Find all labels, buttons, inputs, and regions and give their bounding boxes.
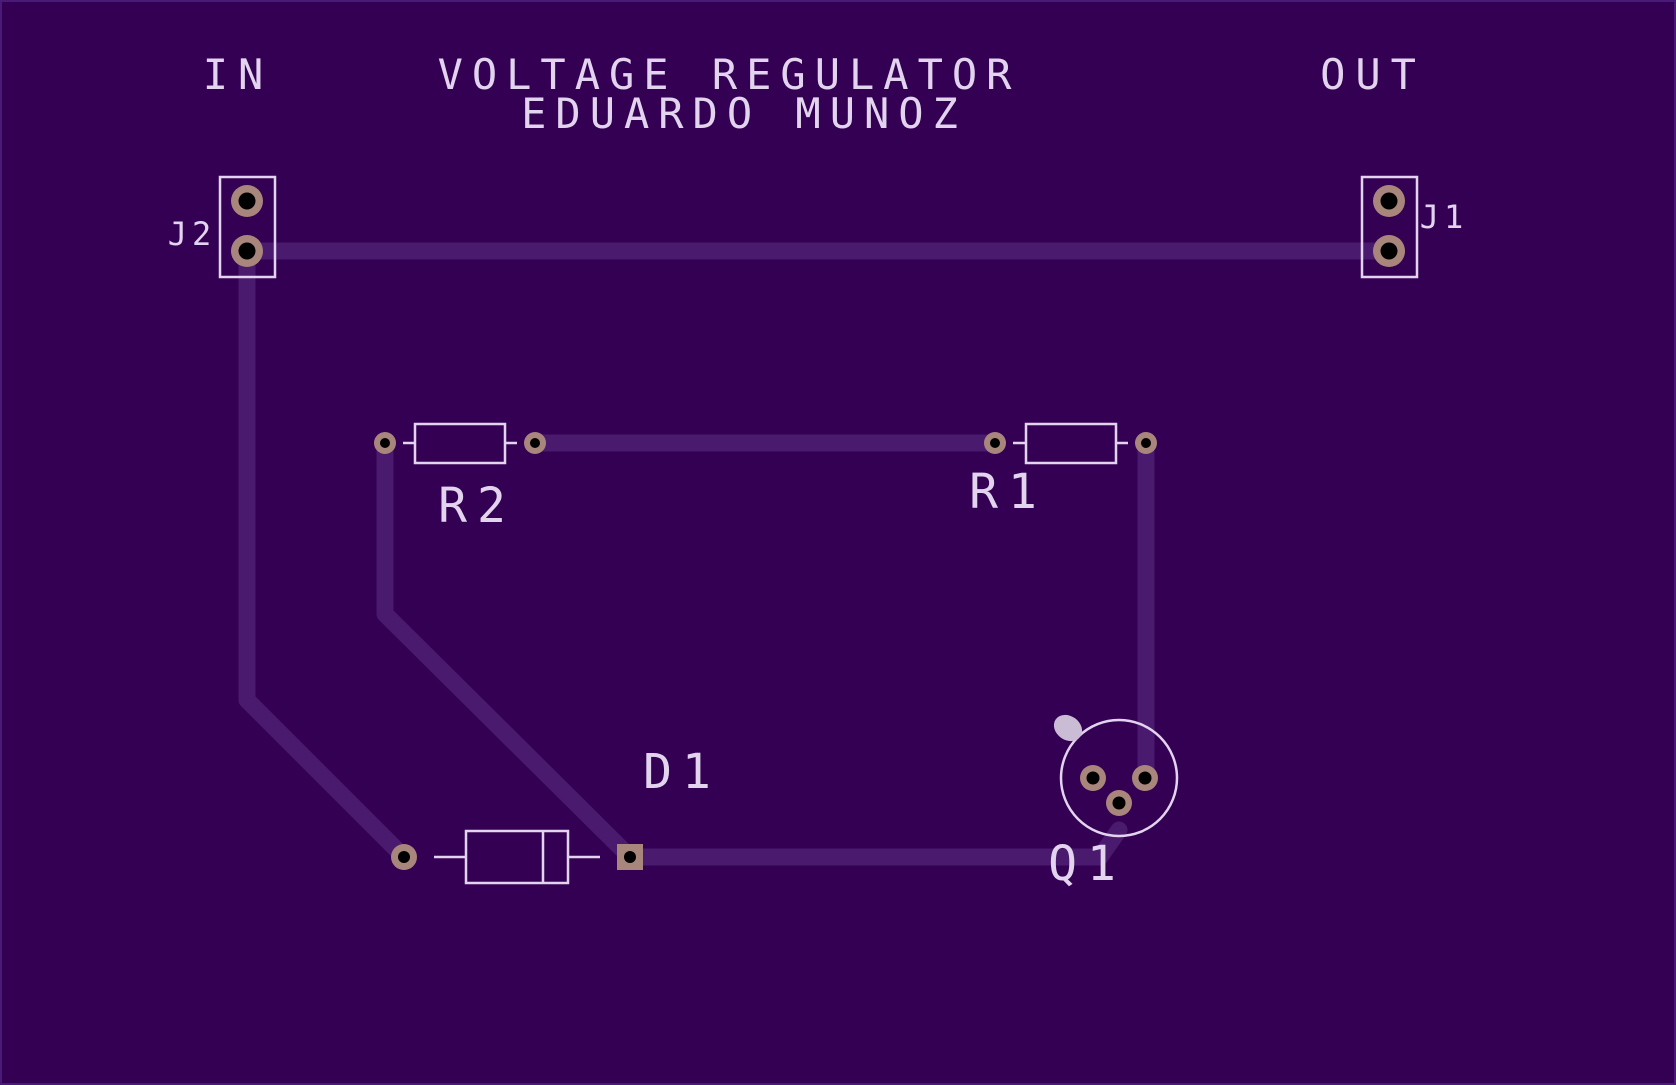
r1-pad-1 xyxy=(984,432,1006,454)
r2-designator: R2 xyxy=(438,478,516,534)
r1-pad-2 xyxy=(1135,432,1157,454)
silkscreen-outlines xyxy=(218,175,1419,885)
d1-pad-cathode-square xyxy=(617,844,643,870)
q1-pad-1 xyxy=(1080,765,1106,791)
output-label: OUT xyxy=(1320,50,1426,99)
q1-designator: Q1 xyxy=(1048,836,1126,892)
j2-designator: J2 xyxy=(168,215,217,253)
j1-pad-2 xyxy=(1373,235,1405,267)
pads xyxy=(231,185,1405,870)
d1-pad-anode xyxy=(391,844,417,870)
board-title: VOLTAGE REGULATOR xyxy=(438,50,1021,99)
r2-pad-2 xyxy=(524,432,546,454)
silkscreen-text: IN VOLTAGE REGULATOR EDUARDO MUNOZ OUT J… xyxy=(168,50,1469,892)
trace-in-to-d1 xyxy=(238,242,413,866)
trace-r2-to-d1 xyxy=(376,434,639,866)
q1-pad-2 xyxy=(1106,790,1132,816)
r1-designator: R1 xyxy=(969,464,1047,520)
j2-outline xyxy=(218,175,277,279)
j2-pad-1 xyxy=(231,185,263,217)
input-label: IN xyxy=(203,50,274,99)
trace-d1-to-q1 xyxy=(621,821,1128,866)
j2-pad-2 xyxy=(231,235,263,267)
board-author: EDUARDO MUNOZ xyxy=(521,89,967,138)
j1-outline xyxy=(1360,175,1419,279)
j1-designator: J1 xyxy=(1420,198,1469,236)
j1-pad-1 xyxy=(1373,185,1405,217)
q1-body-outline xyxy=(1059,718,1179,838)
q1-pin1-marker xyxy=(1053,714,1083,742)
copper-traces xyxy=(238,242,1398,866)
q1-pad-3 xyxy=(1132,765,1158,791)
d1-designator: D1 xyxy=(643,744,721,800)
r2-pad-1 xyxy=(374,432,396,454)
